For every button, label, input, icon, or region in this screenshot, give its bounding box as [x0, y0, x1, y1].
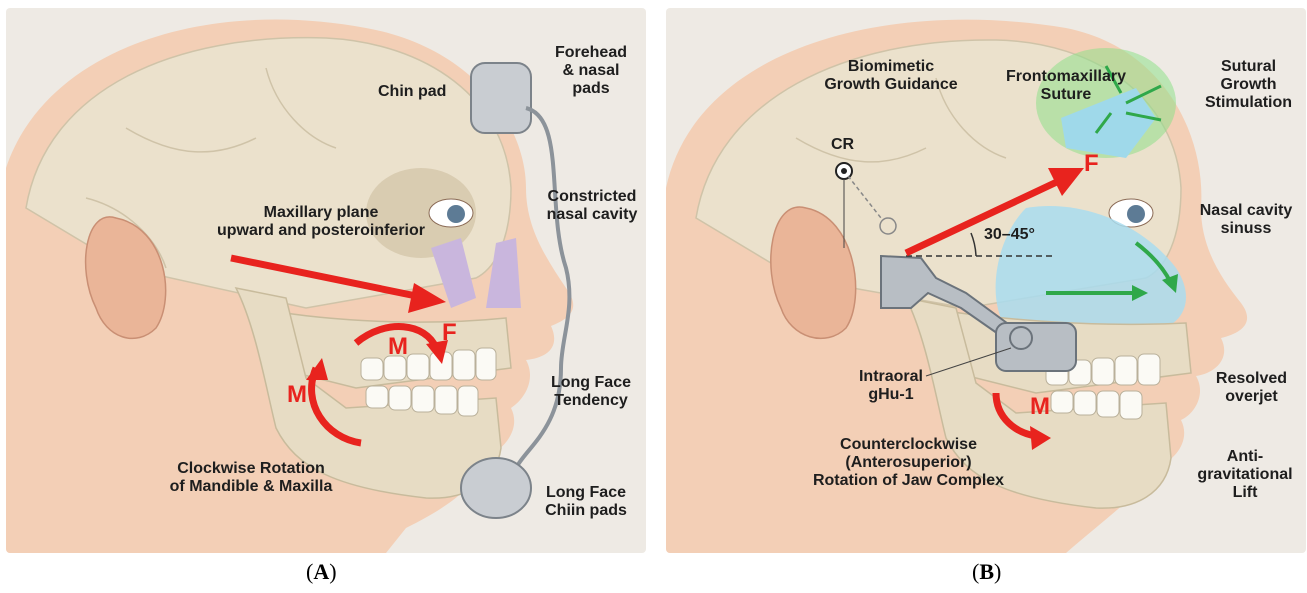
moment-label: M [1030, 393, 1050, 420]
frontomaxillary-label: Frontomaxillary Suture [1005, 68, 1127, 103]
moment-lower-label: M [287, 381, 307, 408]
chin-pad-label: Chin pad [378, 83, 447, 100]
intraoral-appliance-label: Intraoral gHu-1 [858, 368, 923, 403]
long-face-chin-pads-label: Long Face Chiin pads [545, 484, 627, 519]
resolved-overjet-label: Resolved overjet [1215, 370, 1288, 405]
moment-upper-label: M [388, 333, 408, 360]
panel-b-illustration [666, 8, 1306, 553]
caption-b: (B) [972, 559, 1002, 584]
forehead-nasal-pads-label: Forehead & nasal pads [554, 44, 627, 97]
force-label: F [1084, 150, 1099, 177]
angle-label: 30–45° [984, 226, 1035, 243]
anti-gravitational-label: Anti- gravitational Lift [1197, 448, 1293, 501]
force-label: F [442, 319, 457, 346]
biomimetic-label: Biomimetic Growth Guidance [824, 58, 958, 93]
cr-label: CR [831, 136, 855, 153]
panel-a: Chin pad Forehead & nasal pads Constrict… [6, 8, 646, 553]
maxillary-plane-label: Maxillary plane upward and posteroinferi… [216, 204, 425, 239]
nasal-cavity-sinus-label: Nasal cavity sinuss [1199, 202, 1293, 237]
panel-b: Biomimetic Growth Guidance Frontomaxilla… [666, 8, 1306, 553]
long-face-tendency-label: Long Face Tendency [550, 374, 631, 409]
caption-a: (A) [306, 559, 337, 584]
counterclockwise-label: Counterclockwise (Anterosuperior) Rotati… [812, 436, 1005, 489]
panel-a-illustration [6, 8, 646, 553]
clockwise-rotation-label: Clockwise Rotation of Mandible & Maxilla [169, 460, 333, 495]
sutural-growth-label: Sutural Growth Stimulation [1204, 58, 1293, 111]
constricted-nasal-cavity-label: Constricted nasal cavity [546, 188, 638, 223]
